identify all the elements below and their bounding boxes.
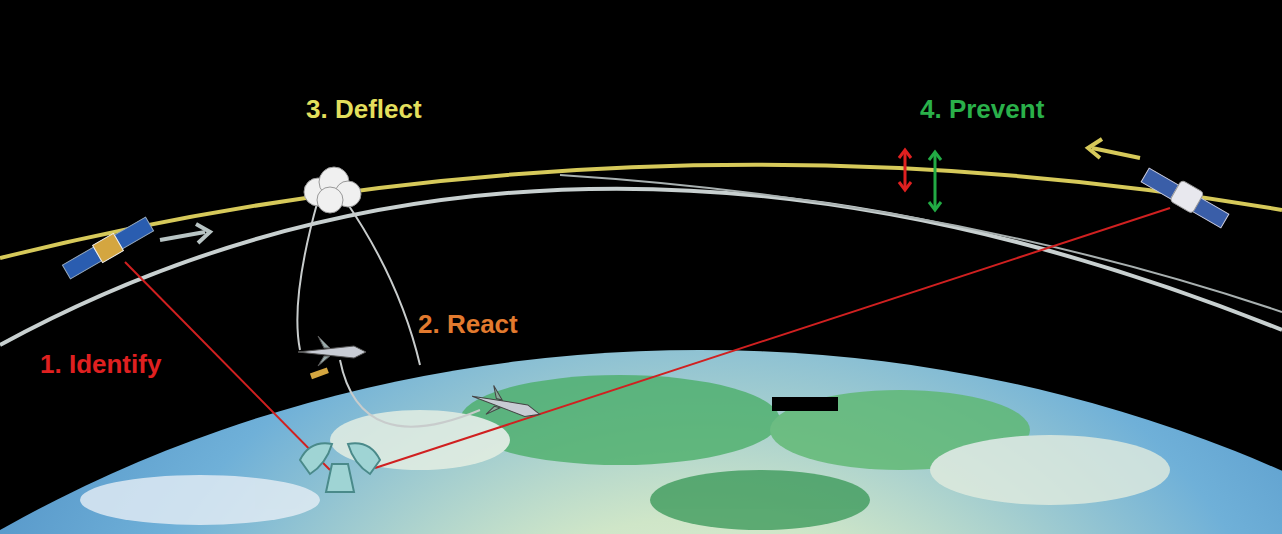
earth [0, 350, 1282, 534]
ground-station [300, 443, 380, 492]
orbit-line [560, 175, 1282, 312]
redaction-bar [772, 397, 838, 411]
gap-arrow [929, 152, 941, 210]
gap-arrow [899, 150, 911, 190]
step-label: 2. React [418, 310, 518, 339]
step-label: 4. Prevent [920, 95, 1044, 124]
mission-line [297, 200, 318, 350]
satellite [1140, 163, 1232, 230]
direction-arrow [196, 224, 210, 243]
step-label: 3. Deflect [306, 95, 422, 124]
satellite [61, 215, 154, 280]
step-label: 1. Identify [40, 350, 161, 379]
spaceplane [298, 336, 366, 379]
tracking-line [375, 208, 1170, 468]
direction-arrow [160, 232, 205, 240]
spaceplane [469, 381, 544, 428]
mission-line [345, 200, 420, 365]
debris-cloud [304, 167, 361, 213]
orbit-line [0, 189, 1282, 345]
direction-arrow [1088, 139, 1102, 158]
land-patches [80, 375, 1170, 530]
orbit-line [0, 165, 1282, 258]
mission-line [340, 360, 480, 427]
